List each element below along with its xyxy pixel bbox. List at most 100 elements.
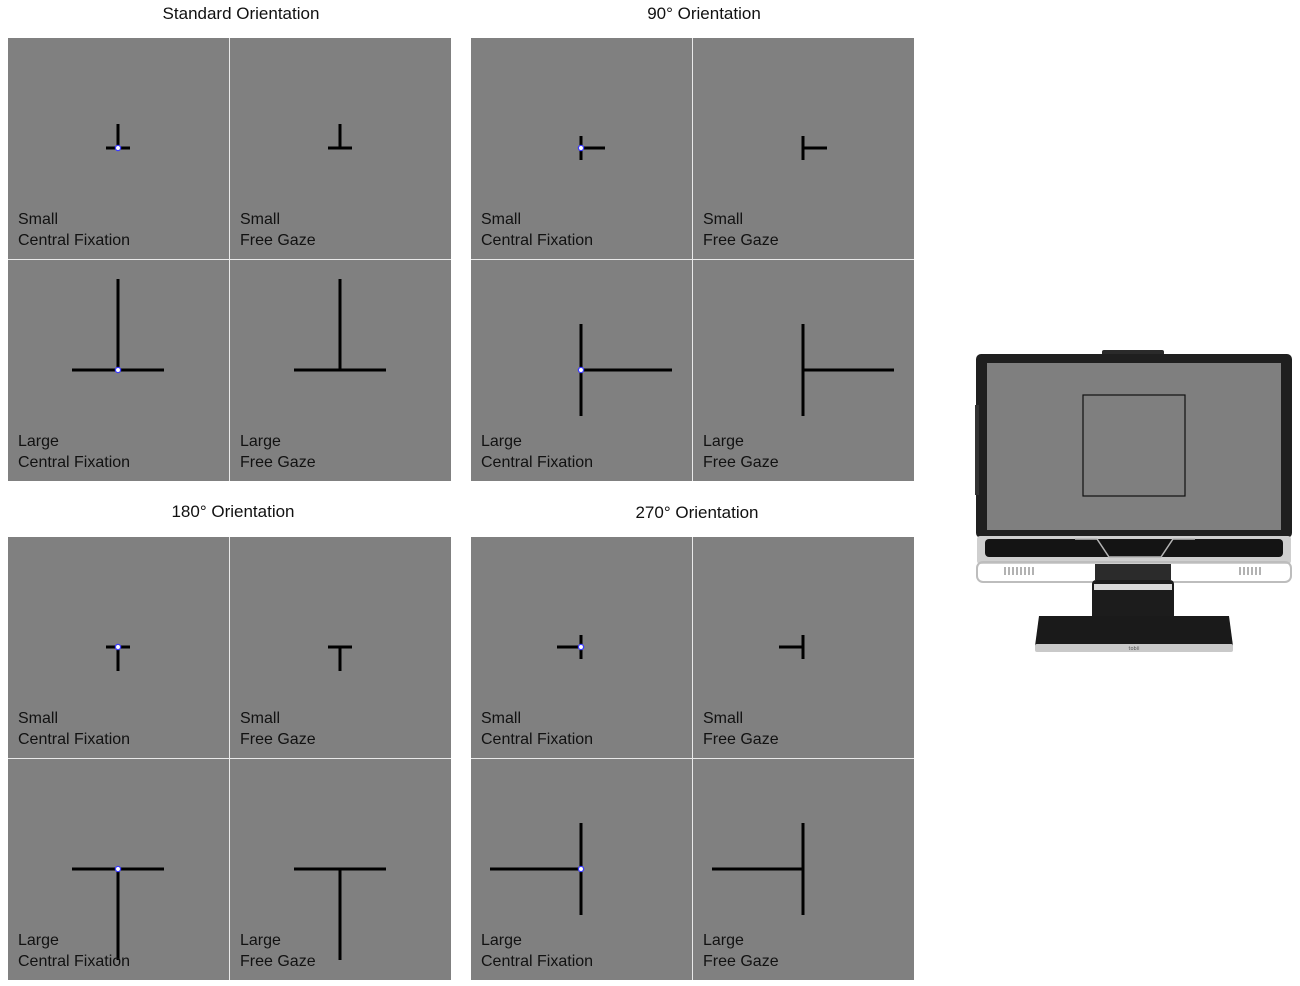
monitor-screen (987, 363, 1281, 530)
stimulus-figure (294, 279, 386, 372)
fixation-dot (577, 865, 585, 873)
monitor-brand-logo: tobii (1129, 646, 1140, 652)
panel-mode-label: Free Gaze (240, 454, 316, 471)
panel-size-label: Large (240, 932, 281, 949)
stimulus-figure (106, 124, 130, 152)
title-180-orientation: 180° Orientation (171, 502, 295, 521)
monitor-illustration: tobii (975, 350, 1292, 652)
panel-size-label: Small (240, 710, 281, 727)
fixation-dot (114, 144, 122, 152)
title-standard-orientation: Standard Orientation (162, 4, 320, 23)
panel-mode-label: Free Gaze (240, 232, 316, 249)
fixation-dot (577, 144, 585, 152)
panel-mode-label: Free Gaze (703, 731, 779, 748)
stimulus-figure (577, 136, 605, 160)
stimulus-figure (801, 324, 894, 416)
panel-size-label: Large (240, 433, 281, 450)
stimulus-figure (294, 867, 386, 960)
panel-size-label: Large (703, 932, 744, 949)
panel-mode-label: Free Gaze (240, 731, 316, 748)
stimulus-figure (557, 635, 585, 659)
panel-mode-label: Free Gaze (240, 953, 316, 970)
stimulus-figure (106, 643, 130, 671)
stimulus-figure (328, 124, 352, 150)
stimulus-figure (490, 823, 585, 915)
stimulus-figure (328, 645, 352, 671)
panel-mode-label: Free Gaze (703, 454, 779, 471)
panel-size-label: Small (703, 211, 744, 228)
panel-size-label: Small (18, 710, 59, 727)
panel-mode-label: Free Gaze (703, 953, 779, 970)
panel-size-label: Large (703, 433, 744, 450)
panel-size-label: Large (18, 932, 59, 949)
panel-mode-label: Central Fixation (481, 731, 594, 748)
panel-mode-label: Free Gaze (703, 232, 779, 249)
stimulus-figure (779, 635, 805, 659)
title-270-orientation: 270° Orientation (635, 503, 759, 522)
title-90-orientation: 90° Orientation (647, 4, 761, 23)
stimulus-figure (577, 324, 672, 416)
stimulus-figure (72, 865, 164, 960)
fixation-dot (114, 366, 122, 374)
panel-size-label: Large (18, 433, 59, 450)
panel-mode-label: Central Fixation (18, 731, 131, 748)
fixation-dot (577, 366, 585, 374)
panel-size-label: Small (703, 710, 744, 727)
fixation-dot (114, 865, 122, 873)
panel-mode-label: Central Fixation (481, 953, 594, 970)
stimulus-figure (801, 136, 827, 160)
panel-size-label: Large (481, 433, 522, 450)
fixation-dot (114, 643, 122, 651)
panel-size-label: Small (18, 211, 59, 228)
panel-size-label: Small (481, 710, 522, 727)
panel-mode-label: Central Fixation (18, 232, 131, 249)
panel-size-label: Small (240, 211, 281, 228)
stimulus-figure (72, 279, 164, 374)
panel-size-label: Large (481, 932, 522, 949)
fixation-dot (577, 643, 585, 651)
panel-size-label: Small (481, 211, 522, 228)
panel-mode-label: Central Fixation (18, 953, 131, 970)
panel-mode-label: Central Fixation (18, 454, 131, 471)
eye-tracker-monitor: tobii (975, 350, 1295, 655)
stimulus-figure (712, 823, 805, 915)
panel-mode-label: Central Fixation (481, 454, 594, 471)
panel-mode-label: Central Fixation (481, 232, 594, 249)
